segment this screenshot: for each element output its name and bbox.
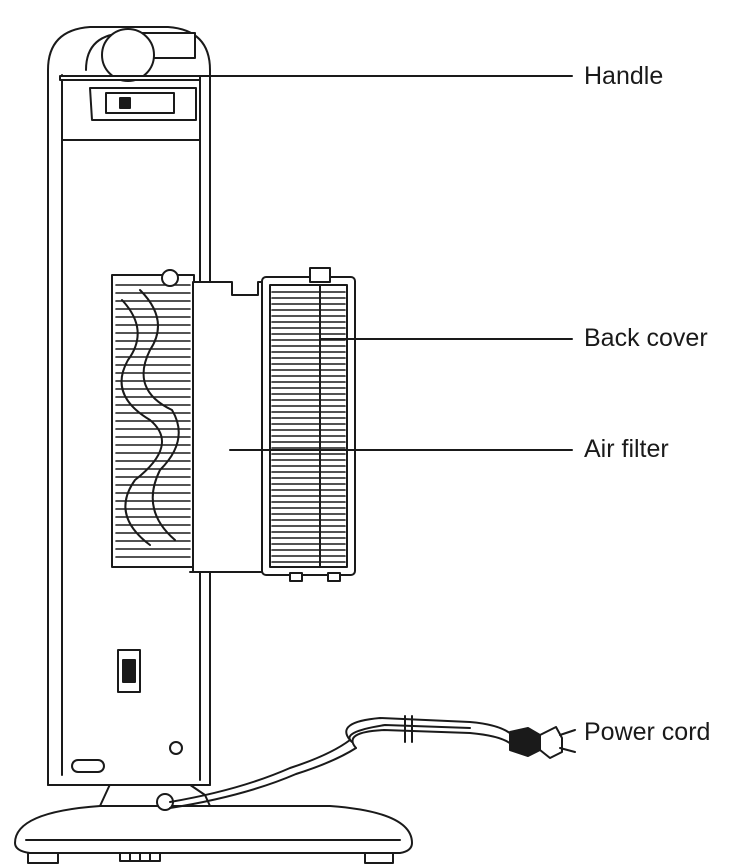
- base: [14, 777, 413, 864]
- label-power-cord: Power cord: [584, 718, 711, 746]
- air-filter: [189, 281, 267, 573]
- power-switch: [117, 649, 141, 693]
- left-grille: [111, 269, 195, 568]
- power-cord: [156, 715, 576, 811]
- foot-slot: [71, 759, 105, 773]
- back-cover: [261, 267, 356, 582]
- label-handle: Handle: [584, 62, 664, 90]
- label-back-cover: Back cover: [584, 324, 708, 352]
- handle: [59, 28, 201, 141]
- indicator-hole: [169, 741, 183, 755]
- label-air-filter: Air filter: [584, 435, 669, 463]
